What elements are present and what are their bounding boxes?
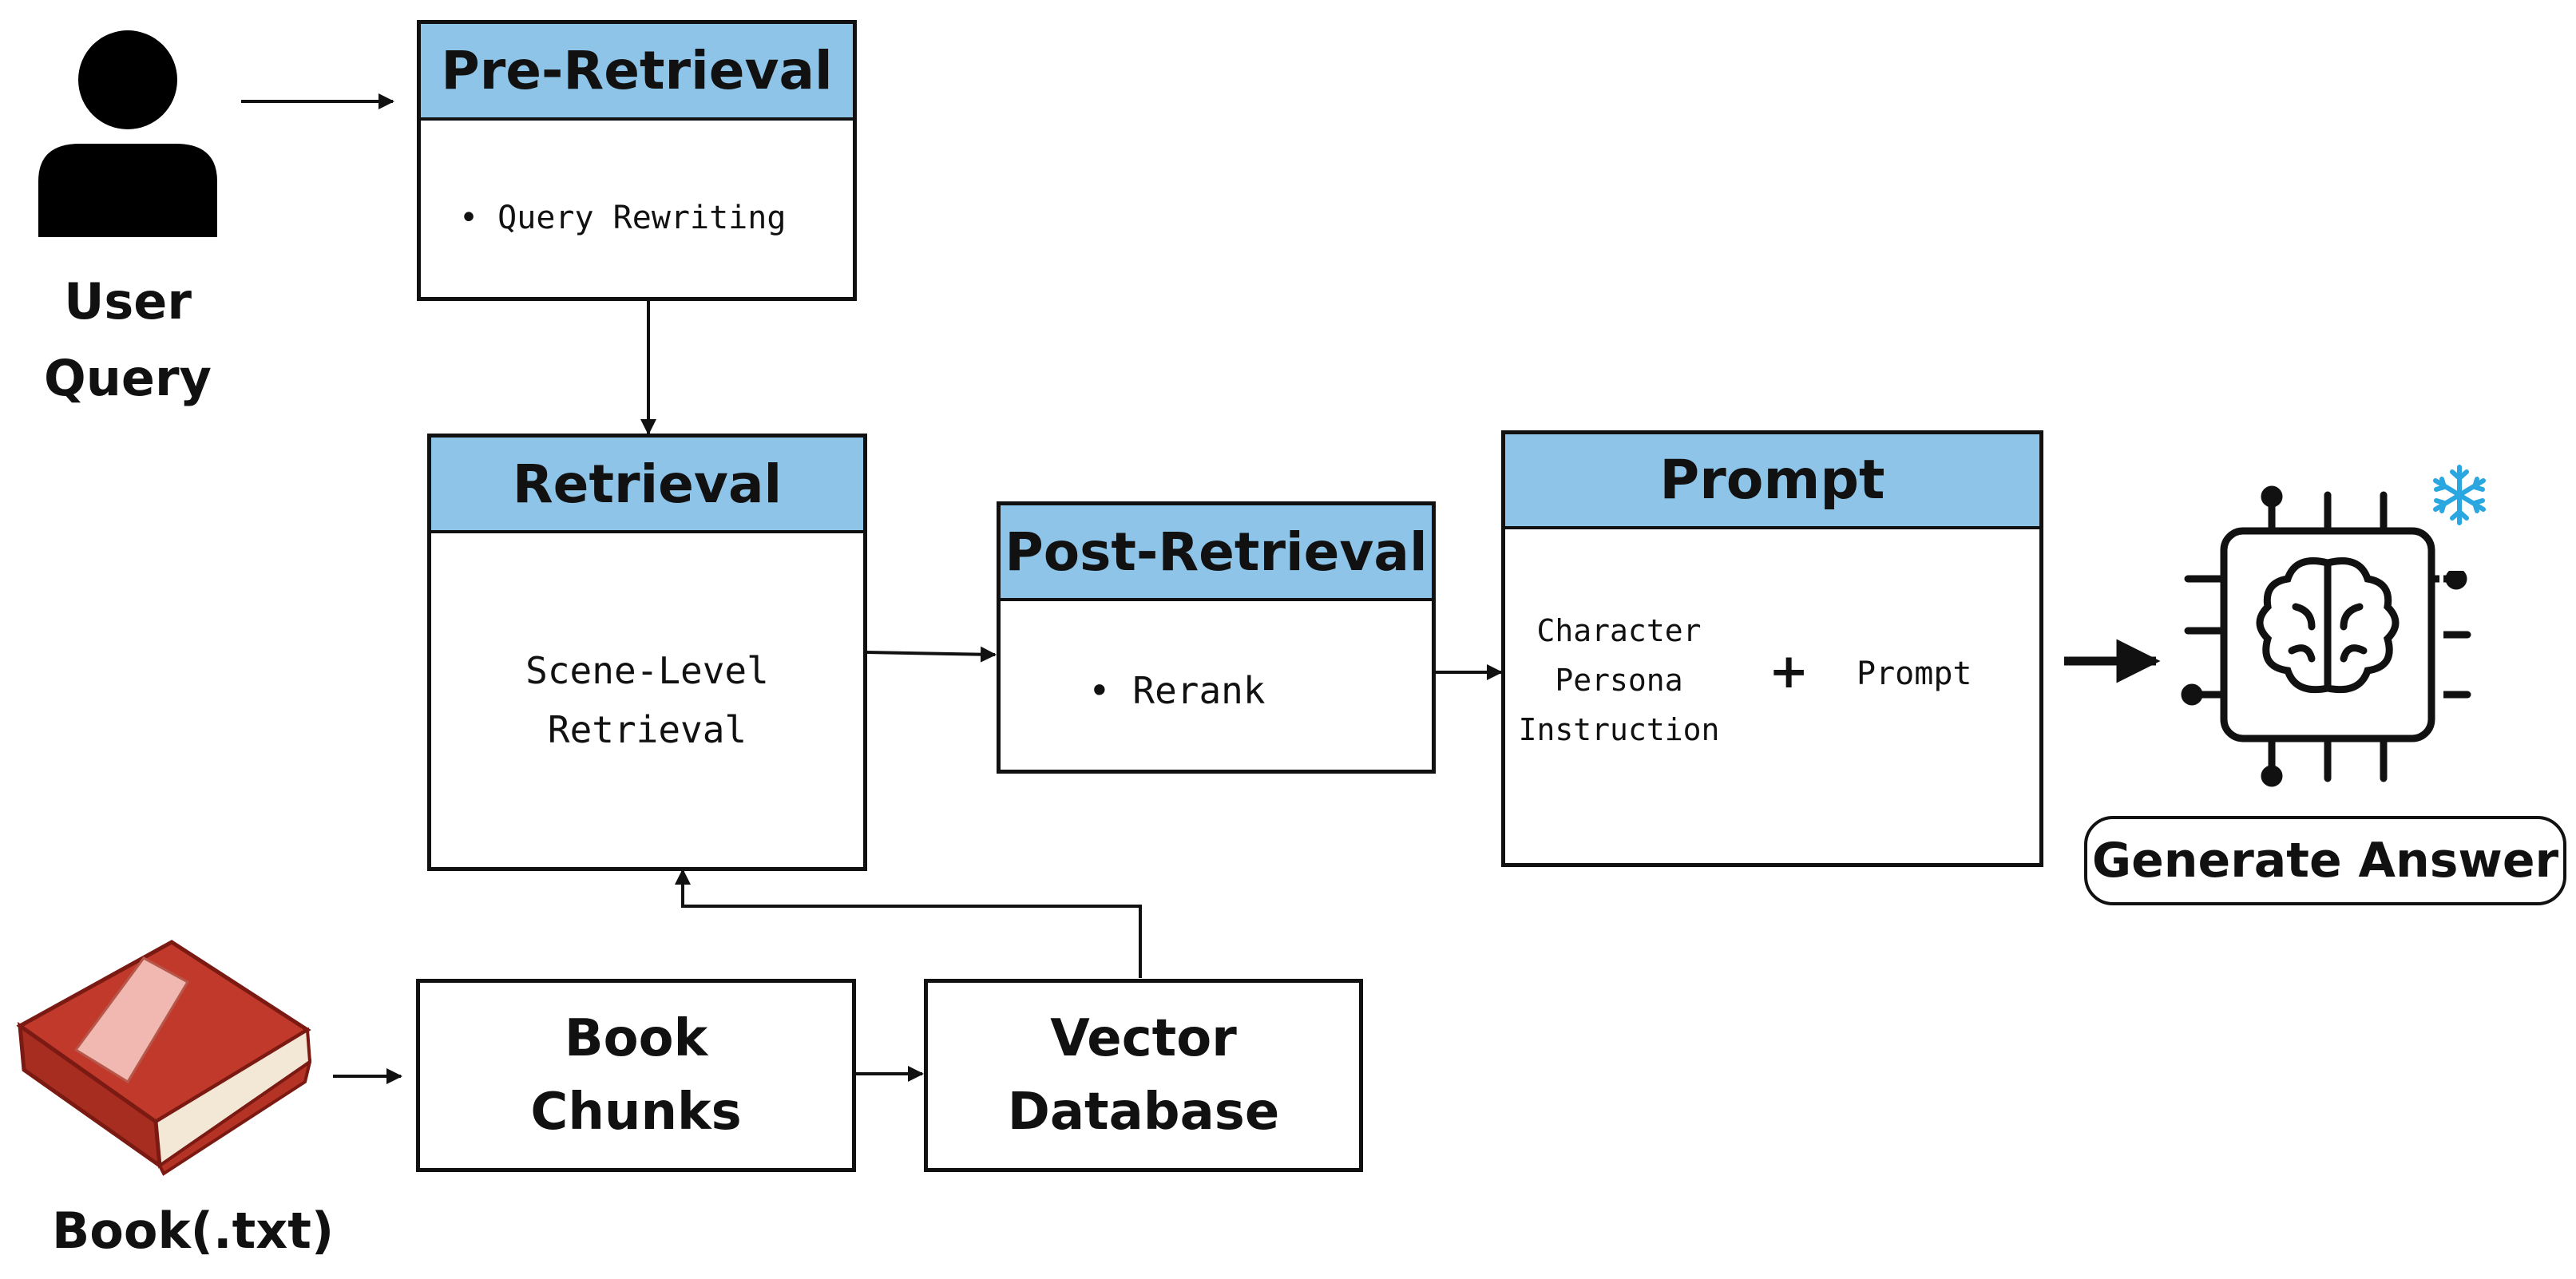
persona-line1: Character — [1536, 613, 1702, 648]
pre-retrieval-box: Pre-Retrieval • Query Rewriting — [417, 20, 857, 301]
user-label-line2: Query — [44, 349, 212, 407]
book-icon — [16, 940, 311, 1176]
chip-right-pins-icon — [2443, 571, 2471, 699]
vector-db-line1: Vector — [1050, 1009, 1237, 1068]
book-chunks-line1: Book — [564, 1009, 708, 1068]
vector-db-line2: Database — [1007, 1083, 1280, 1142]
retrieval-line1: Scene-Level — [525, 649, 769, 692]
post-retrieval-title: Post-Retrieval — [1001, 505, 1432, 601]
prompt-box: Prompt Character Persona Instruction + P… — [1501, 430, 2043, 867]
vector-database-box: Vector Database — [924, 979, 1363, 1172]
pre-retrieval-title: Pre-Retrieval — [421, 24, 853, 121]
user-icon — [38, 30, 217, 237]
book-chunks-box: Book Chunks — [416, 979, 856, 1172]
book-txt-label: Book(.txt) — [52, 1202, 335, 1260]
retrieval-box: Retrieval Scene-Level Retrieval — [427, 434, 867, 871]
scene-level-retrieval-text: Scene-Level Retrieval — [431, 641, 863, 759]
retrieval-line2: Retrieval — [547, 708, 747, 751]
prompt-text: Prompt — [1857, 655, 1972, 692]
character-persona-instruction: Character Persona Instruction — [1518, 606, 1720, 754]
user-query-label: User Query — [16, 263, 240, 417]
snowflake-icon — [2433, 465, 2486, 525]
generate-answer-label: Generate Answer — [2084, 816, 2566, 905]
prompt-title: Prompt — [1505, 434, 2039, 529]
arrow-retrieval-to-post-retrieval — [866, 646, 997, 663]
book-chunks-line2: Chunks — [530, 1083, 742, 1142]
rerank-item: • Rerank — [1088, 669, 1266, 712]
query-rewriting-item: • Query Rewriting — [459, 200, 787, 236]
arrow-vector-db-to-retrieval — [675, 869, 1142, 978]
retrieval-title: Retrieval — [431, 438, 863, 533]
post-retrieval-box: Post-Retrieval • Rerank — [997, 501, 1436, 774]
brain-chip-icon — [2181, 485, 2439, 787]
user-label-line1: User — [64, 272, 192, 331]
persona-line3: Instruction — [1518, 712, 1720, 747]
plus-sign: + — [1769, 643, 1809, 699]
persona-line2: Persona — [1555, 663, 1683, 698]
